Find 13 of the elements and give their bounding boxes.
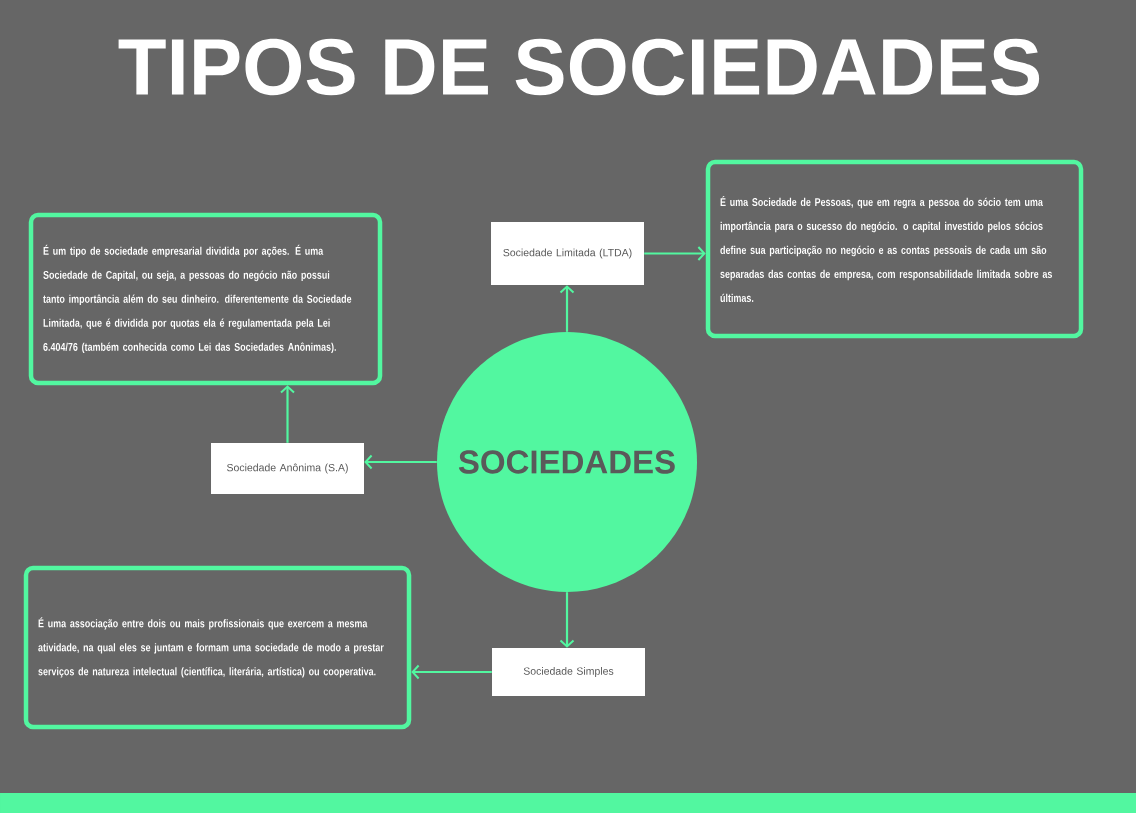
topic-box: Sociedade Anônima (S.A) bbox=[211, 443, 364, 494]
title: TIPOS DE SOCIEDADES bbox=[118, 38, 1040, 96]
arrow bbox=[364, 454, 437, 470]
description-box: É um tipo de sociedade empresarial dividida por ações. É uma Sociedade de Capital, ou seja, a pessoas do negócio não possui tanto importância além do seu dinheiro. diferentemente da Sociedade Limitada, que é dividida por quotas ela é regulamentada pela Lei 6.404/76 (também conhecida como Lei das Sociedades Anônimas). bbox=[28, 212, 383, 386]
arrow bbox=[280, 385, 295, 443]
arrow bbox=[559, 285, 575, 332]
arrow bbox=[559, 592, 575, 648]
description-box: É uma Sociedade de Pessoas, que em regra a pessoa do sócio tem uma importância para o sucesso do negócio. o capital investido pelos sócios define sua participação no negócio e as contas pessoais de cada um são separadas das contas de empresa, com responsabilidade limitada sobre as últimas. bbox=[705, 159, 1084, 339]
arrow bbox=[644, 246, 706, 261]
topic-box: Sociedade Simples bbox=[492, 648, 645, 696]
topic-box: Sociedade Limitada (LTDA) bbox=[491, 222, 644, 285]
description-box: É uma associação entre dois ou mais profissionais que exercem a mesma atividade, na qual eles se juntam e formam uma sociedade de modo a prestar serviços de natureza intelectual (científica, literária, artística) ou cooperativa. bbox=[23, 565, 412, 730]
arrow bbox=[411, 664, 492, 680]
